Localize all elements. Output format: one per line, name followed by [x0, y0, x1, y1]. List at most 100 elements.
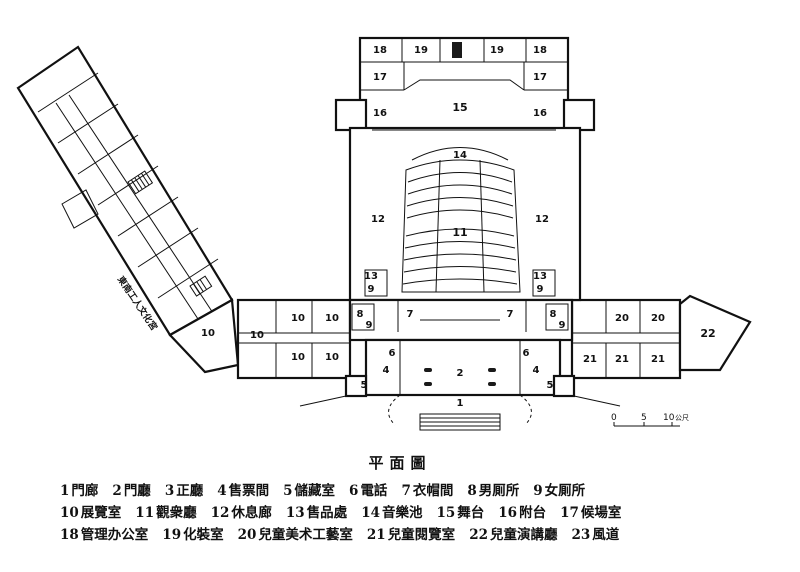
legend-number: 5 [283, 483, 293, 499]
room-5-label: 5 [361, 380, 368, 391]
scale-tick-0: 0 [611, 413, 617, 423]
legend-label: 附台 [519, 505, 547, 521]
legend-number: 2 [112, 483, 122, 499]
scale-unit: 公尺 [675, 414, 689, 422]
legend-number: 14 [361, 505, 380, 521]
room-22-label: 22 [700, 327, 715, 340]
room-21-label: 21 [615, 354, 629, 365]
legend-label: 電話 [360, 483, 388, 499]
scale-bar: 0 5 10 公尺 [611, 413, 689, 427]
east-lower-wing: 20 20 21 21 21 22 [570, 294, 752, 380]
legend-number: 8 [467, 483, 477, 499]
legend-label: 男厠所 [478, 483, 520, 499]
room-2-label: 2 [457, 368, 464, 379]
legend-number: 10 [60, 505, 79, 521]
room-18-label: 18 [373, 45, 387, 56]
room-10-label: 10 [325, 313, 339, 324]
room-18-label: 18 [533, 45, 547, 56]
legend-label: 售票間 [228, 483, 270, 499]
legend-number: 16 [498, 505, 518, 521]
room-20-label: 20 [651, 313, 665, 324]
room-13-label: 13 [533, 271, 547, 282]
room-17-label: 17 [373, 72, 387, 83]
legend-label: 觀衆廳 [156, 505, 197, 521]
room-10-label: 10 [201, 328, 215, 339]
room-9-label: 9 [368, 284, 375, 295]
room-4-label: 4 [383, 365, 390, 376]
legend-number: 18 [60, 527, 79, 543]
scale-tick-5: 5 [641, 413, 647, 423]
room-19-label: 19 [490, 45, 504, 56]
room-12-label: 12 [371, 214, 385, 225]
legend-label: 兒童美术工藝室 [258, 527, 353, 543]
legend-label: 風道 [592, 527, 620, 543]
legend-label: 休息廊 [231, 505, 272, 521]
legend-number: 17 [560, 505, 579, 521]
room-9-label: 9 [559, 320, 566, 331]
west-diagonal-wing: 東南工人文化宮 [16, 45, 234, 337]
room-10-label: 10 [250, 330, 264, 341]
room-10-label: 10 [291, 313, 305, 324]
room-8-label: 8 [550, 309, 557, 320]
legend-label: 女厠所 [544, 483, 586, 499]
room-11-label: 11 [452, 226, 467, 239]
legend-number: 23 [571, 527, 591, 543]
room-17-label: 17 [533, 72, 547, 83]
legend-label: 化裝室 [183, 527, 224, 543]
legend-number: 22 [469, 527, 488, 543]
room-20-label: 20 [615, 313, 629, 324]
room-7-label: 7 [507, 309, 514, 320]
room-6-label: 6 [389, 348, 396, 359]
legend-number: 12 [210, 505, 230, 521]
room-19-label: 19 [414, 45, 428, 56]
room-10-label: 10 [291, 352, 305, 363]
room-12-label: 12 [535, 214, 549, 225]
room-15-label: 15 [452, 101, 467, 114]
room-8-label: 8 [357, 309, 364, 320]
room-16-label: 16 [373, 108, 387, 119]
legend-number: 3 [164, 483, 175, 499]
legend-label: 管理办公室 [80, 527, 149, 543]
legend-label: 兒童閱覽室 [387, 527, 456, 543]
legend-label: 兒童演講廳 [489, 527, 558, 543]
room-21-label: 21 [651, 354, 665, 365]
legend-number: 7 [401, 483, 411, 499]
floor-plan: 東南工人文化宮 10 10 10 10 10 10 20 20 21 21 21… [16, 36, 752, 431]
legend-label: 舞台 [457, 505, 485, 521]
legend-number: 11 [135, 505, 155, 521]
central-auditorium-block: 18 19 19 18 17 17 15 16 16 14 1 [334, 36, 596, 302]
legend-label: 衣帽間 [412, 483, 454, 499]
legend-label: 儲藏室 [294, 483, 336, 499]
legend-label: 展覽室 [80, 505, 122, 521]
plan-title: 平面圖 [368, 454, 432, 472]
legend-label: 音樂池 [381, 505, 423, 521]
legend-number: 13 [285, 505, 305, 521]
room-16-label: 16 [533, 108, 547, 119]
scale-tick-10: 10 [663, 413, 675, 423]
room-7-label: 7 [407, 309, 414, 320]
room-13-label: 13 [364, 271, 378, 282]
legend-label: 候場室 [580, 505, 622, 521]
